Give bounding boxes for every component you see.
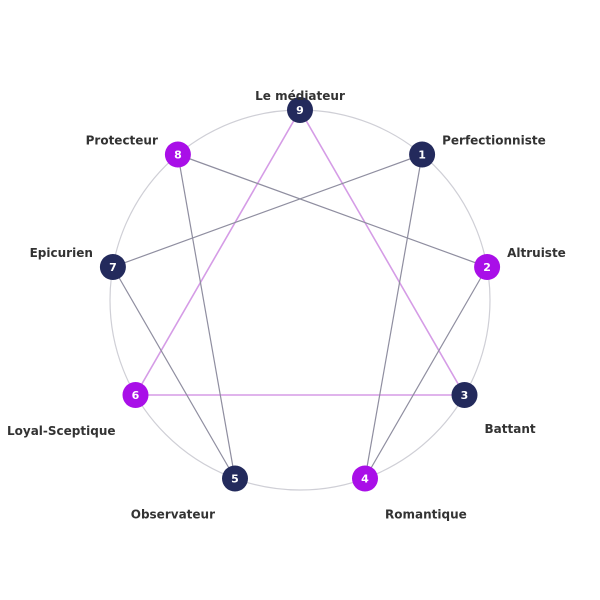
node-number-4: 4 — [361, 473, 369, 486]
node-number-3: 3 — [461, 389, 469, 402]
node-label-2: Altruiste — [507, 246, 566, 260]
node-circle-8 — [164, 141, 191, 168]
node-circle-3 — [451, 382, 478, 408]
line-6-9 — [134, 109, 301, 396]
node-circle-9 — [287, 97, 313, 123]
node-label-4: Romantique — [385, 508, 467, 522]
node-1: 1 Perfectionniste — [409, 134, 546, 168]
line-9-3 — [299, 109, 466, 396]
node-circle-6 — [122, 382, 149, 408]
node-label-1: Perfectionniste — [442, 134, 546, 148]
node-number-7: 7 — [109, 261, 117, 274]
node-circle-4 — [352, 465, 378, 492]
node-number-6: 6 — [132, 389, 140, 402]
node-number-1: 1 — [418, 149, 426, 162]
line-2-8 — [177, 153, 488, 268]
line-5-7 — [112, 266, 236, 479]
nodes-group: 9Le médiateur 1 Perfectionniste 2 Altruiste 3… — [7, 89, 566, 522]
node-label-5: Observateur — [131, 508, 215, 522]
node-7: 7 Epicurien — [30, 246, 126, 280]
line-4-2 — [364, 266, 488, 479]
outer-circle — [109, 109, 491, 491]
node-2: 2 Altruiste — [474, 246, 566, 280]
node-number-2: 2 — [483, 261, 491, 274]
line-7-1 — [112, 153, 423, 268]
node-9: 9Le médiateur — [255, 89, 345, 123]
node-number-5: 5 — [231, 473, 239, 486]
node-circle-1 — [409, 141, 436, 168]
node-label-8: Protecteur — [86, 134, 158, 148]
node-label-6: Loyal-Sceptique — [7, 424, 116, 438]
node-circle-7 — [99, 254, 126, 280]
connection-lines — [112, 109, 488, 479]
line-8-5 — [177, 154, 236, 479]
node-number-8: 8 — [174, 149, 182, 162]
node-label-9: Le médiateur — [255, 89, 345, 103]
line-1-4 — [364, 154, 423, 479]
node-circle-5 — [222, 465, 248, 492]
node-label-7: Epicurien — [30, 246, 93, 260]
node-circle-2 — [474, 254, 501, 280]
node-label-3: Battant — [485, 422, 536, 436]
node-number-9: 9 — [296, 104, 304, 117]
node-8: 8 Protecteur — [86, 134, 191, 168]
